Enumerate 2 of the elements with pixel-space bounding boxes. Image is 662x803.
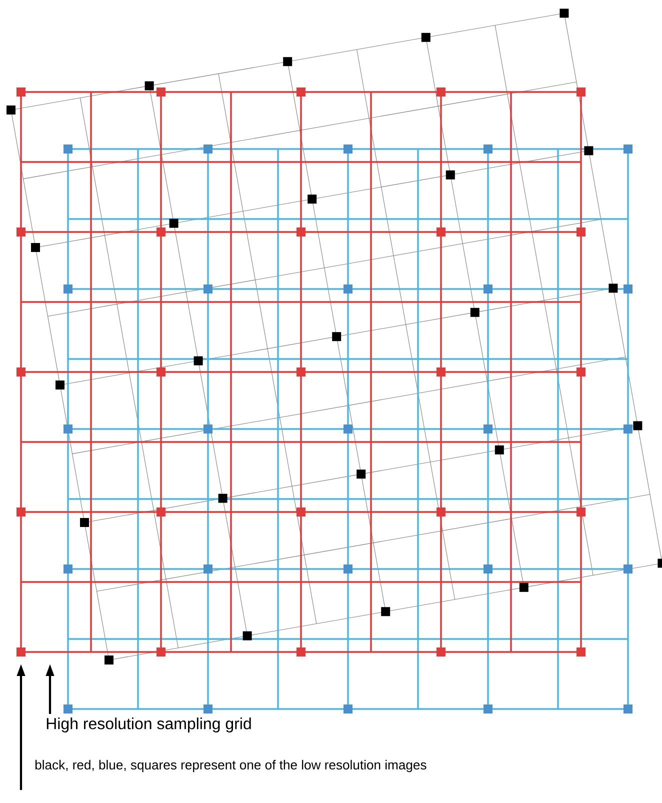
caption-text: High resolution sampling grid	[46, 718, 251, 732]
caption-text: black, red, blue, squares represent one of the low resolution images	[35, 760, 426, 772]
